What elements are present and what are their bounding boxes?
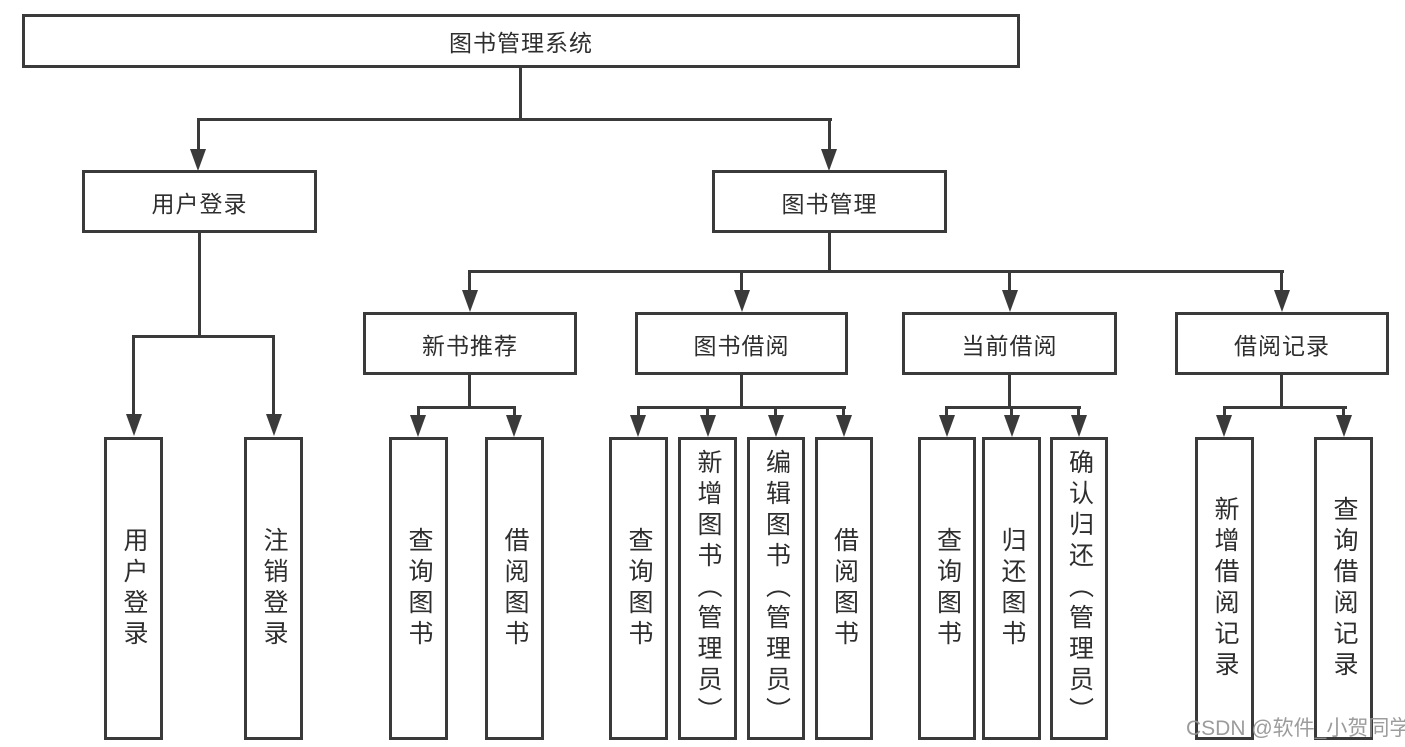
arrowhead-down [939,415,955,437]
connector-line [1010,406,1013,418]
node-leaf-current-query: 查询图书 [918,437,976,740]
connector-line [519,68,522,118]
connector-line [945,406,1081,409]
node-leaf-current-return: 归还图书 [982,437,1041,740]
node-new-book-recommend: 新书推荐 [363,312,577,375]
node-leaf-newbooks-borrow: 借阅图书 [485,437,544,740]
connector-line [197,118,200,150]
arrowhead-down [266,414,282,436]
arrowhead-down [1004,415,1020,437]
connector-line [774,406,777,418]
arrowhead-down [410,415,426,437]
connector-line [197,118,832,121]
node-user-login: 用户登录 [82,170,317,233]
connector-line [1008,375,1011,408]
node-current-borrowing: 当前借阅 [902,312,1117,375]
connector-line [842,406,845,418]
connector-line [828,118,831,150]
connector-line [1280,375,1283,408]
connector-line [740,375,743,408]
arrowhead-down [821,149,837,171]
node-leaf-records-query: 查询借阅记录 [1314,437,1373,740]
connector-line [417,406,516,409]
node-leaf-borrowing-edit-admin: 编辑图书（管理员） [747,437,805,740]
node-leaf-records-add: 新增借阅记录 [1195,437,1254,740]
node-leaf-borrowing-borrow: 借阅图书 [815,437,873,740]
node-leaf-newbooks-query: 查询图书 [389,437,448,740]
connector-line [706,406,709,418]
connector-line [1223,406,1347,409]
arrowhead-down [734,290,750,312]
arrowhead-down [1071,415,1087,437]
arrowhead-down [1002,290,1018,312]
node-leaf-user-login: 用户登录 [104,437,163,740]
connector-line [468,270,1284,273]
connector-line [1280,270,1283,292]
connector-line [945,406,948,418]
connector-line [132,335,135,416]
arrowhead-down [1216,415,1232,437]
arrowhead-down [1274,290,1290,312]
arrowhead-down [1336,415,1352,437]
node-book-borrowing: 图书借阅 [635,312,848,375]
connector-line [417,406,420,418]
arrowhead-down [836,415,852,437]
arrowhead-down [126,414,142,436]
arrowhead-down [462,290,478,312]
connector-line [468,270,471,292]
connector-line [637,406,846,409]
arrowhead-down [768,415,784,437]
connector-line [1008,270,1011,292]
connector-line [272,335,275,416]
connector-line [1077,406,1080,418]
arrowhead-down [630,415,646,437]
connector-line [198,233,201,336]
connector-line [637,406,640,418]
connector-line [468,375,471,408]
node-leaf-borrowing-add-admin: 新增图书（管理员） [678,437,737,740]
watermark: CSDN @软件_小贺同学 [1186,717,1405,740]
connector-line [1223,406,1226,418]
connector-line [1342,406,1345,418]
arrowhead-down [700,415,716,437]
arrowhead-down [506,415,522,437]
node-leaf-current-confirm-admin: 确认归还（管理员） [1050,437,1108,740]
node-library-management-system: 图书管理系统 [22,14,1020,68]
connector-line [828,233,831,272]
connector-line [740,270,743,292]
node-leaf-borrowing-query: 查询图书 [609,437,668,740]
node-book-management: 图书管理 [712,170,947,233]
connector-line [513,406,516,418]
connector-line [132,335,275,338]
node-borrowing-records: 借阅记录 [1175,312,1389,375]
arrowhead-down [190,149,206,171]
node-leaf-logout: 注销登录 [244,437,303,740]
